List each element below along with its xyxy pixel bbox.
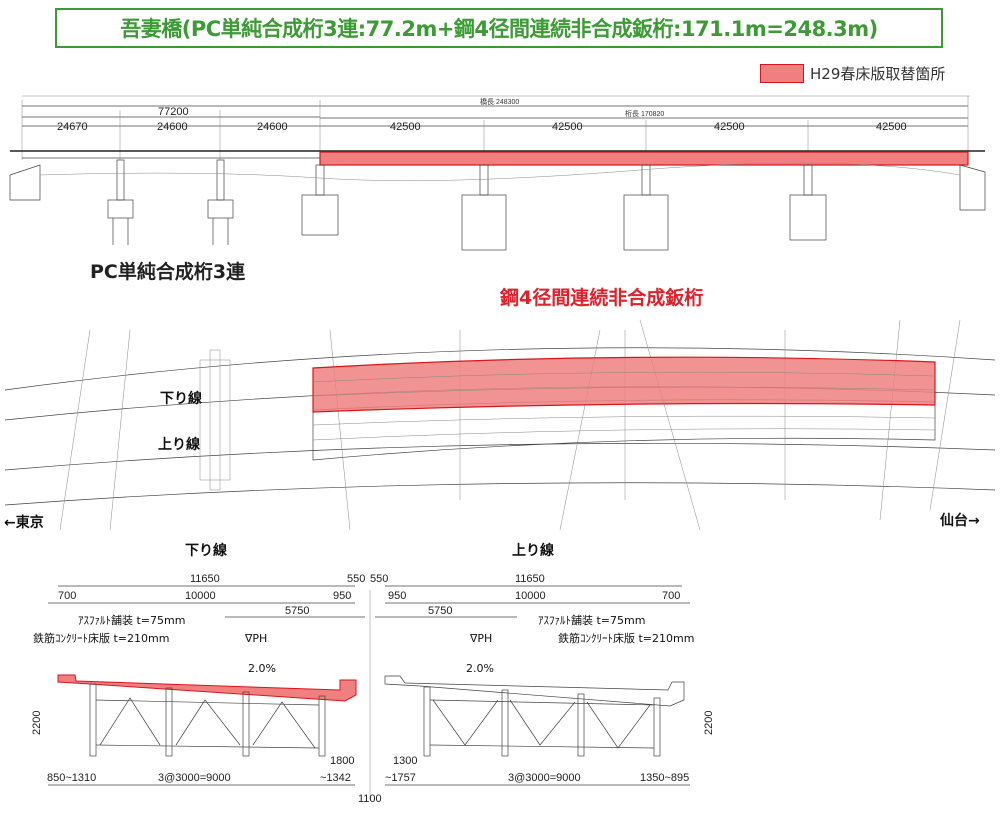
dim-ph-offset: 5750 — [428, 605, 452, 617]
pc-length-label: 77200 — [158, 106, 189, 118]
pc-span-1: 24670 — [57, 121, 88, 133]
page-title: 吾妻橋(PC単純合成桁3連:77.2m+鋼4径間連続非合成鈑桁:171.1m=2… — [120, 17, 878, 41]
dim-right-curb: 950 — [333, 590, 351, 602]
dim-median: 550 — [370, 573, 388, 585]
dim-height: 2200 — [31, 711, 43, 735]
legend-label: H29春床版取替箇所 — [810, 65, 946, 83]
dim-overhang-right-a: 1800 — [330, 755, 354, 767]
direction-sendai: 仙台→ — [940, 512, 980, 529]
pc-girder-label: PC単純合成桁3連 — [90, 260, 246, 283]
pc-span-2: 24600 — [157, 121, 188, 133]
plan-view: 下り線 上り線 ←東京 仙台→ — [4, 319, 996, 531]
dim-height: 2200 — [703, 711, 715, 735]
pavement-note: ｱｽﾌｧﾙﾄ舗装 t=75mm — [78, 613, 185, 627]
dim-ph-offset: 5750 — [285, 605, 309, 617]
slab-note: 鉄筋ｺﾝｸﾘｰﾄ床版 t=210mm — [33, 631, 169, 645]
legend-swatch — [760, 64, 804, 83]
dim-left-curb: 700 — [58, 590, 76, 602]
dim-median: 550 — [347, 573, 365, 585]
section-down-title: 下り線 — [185, 542, 227, 559]
slab-note: 鉄筋ｺﾝｸﾘｰﾄ床版 t=210mm — [558, 631, 694, 645]
dim-overhang-left: 850~1310 — [47, 772, 96, 784]
steel-girder-label: 鋼4径間連続非合成鈑桁 — [499, 286, 703, 309]
cross-section-down: 下り線 11650 550 700 10000 950 5750 ｱｽﾌｧﾙﾄ舗… — [31, 542, 365, 786]
dim-roadway: 10000 — [185, 590, 216, 602]
slope-note: 2.0% — [466, 662, 494, 675]
dim-overhang-right-b: ~1342 — [320, 772, 351, 784]
ph-note: ∇PH — [244, 632, 267, 645]
dim-overhang-left-b: ~1757 — [385, 772, 416, 784]
slope-note: 2.0% — [248, 662, 276, 675]
pavement-note: ｱｽﾌｧﾙﾄ舗装 t=75mm — [538, 613, 645, 627]
dim-right-curb: 700 — [662, 590, 680, 602]
section-up-title: 上り線 — [512, 542, 554, 559]
title-banner: 吾妻橋(PC単純合成桁3連:77.2m+鋼4径間連続非合成鈑桁:171.1m=2… — [55, 8, 943, 48]
dim-girder-spacing: 3@3000=9000 — [508, 772, 581, 784]
elevation-view: 橋長 248300 77200 桁長 170820 24670 24600 24… — [9, 95, 986, 309]
girder-length-label: 桁長 170820 — [625, 109, 664, 118]
steel-span-2: 42500 — [552, 121, 583, 133]
plan-up-line-label: 上り線 — [158, 436, 200, 453]
dim-left-curb: 950 — [388, 590, 406, 602]
cross-section-up: 上り線 550 11650 950 10000 700 5750 ｱｽﾌｧﾙﾄ舗… — [370, 542, 715, 786]
direction-tokyo: ←東京 — [4, 514, 44, 531]
dim-total-width: 11650 — [515, 573, 545, 585]
plan-down-line-label: 下り線 — [160, 390, 202, 407]
deck-slab-highlight — [57, 674, 357, 702]
dim-overhang-left-a: 1300 — [393, 755, 417, 767]
steel-span-4: 42500 — [876, 121, 907, 133]
replacement-area-elevation — [319, 151, 969, 166]
dim-overhang-right: 1350~895 — [640, 772, 689, 784]
total-length-label: 橋長 248300 — [480, 97, 519, 106]
legend: H29春床版取替箇所 — [760, 63, 945, 84]
steel-span-3: 42500 — [714, 121, 745, 133]
dim-girder-spacing: 3@3000=9000 — [158, 772, 231, 784]
dim-roadway: 10000 — [515, 590, 546, 602]
dim-gap: 1100 — [358, 793, 382, 805]
dim-total-width: 11650 — [190, 573, 220, 585]
replacement-area-plan — [312, 356, 936, 413]
pc-span-3: 24600 — [257, 121, 288, 133]
ph-note: ∇PH — [469, 632, 492, 645]
steel-span-1: 42500 — [390, 121, 421, 133]
